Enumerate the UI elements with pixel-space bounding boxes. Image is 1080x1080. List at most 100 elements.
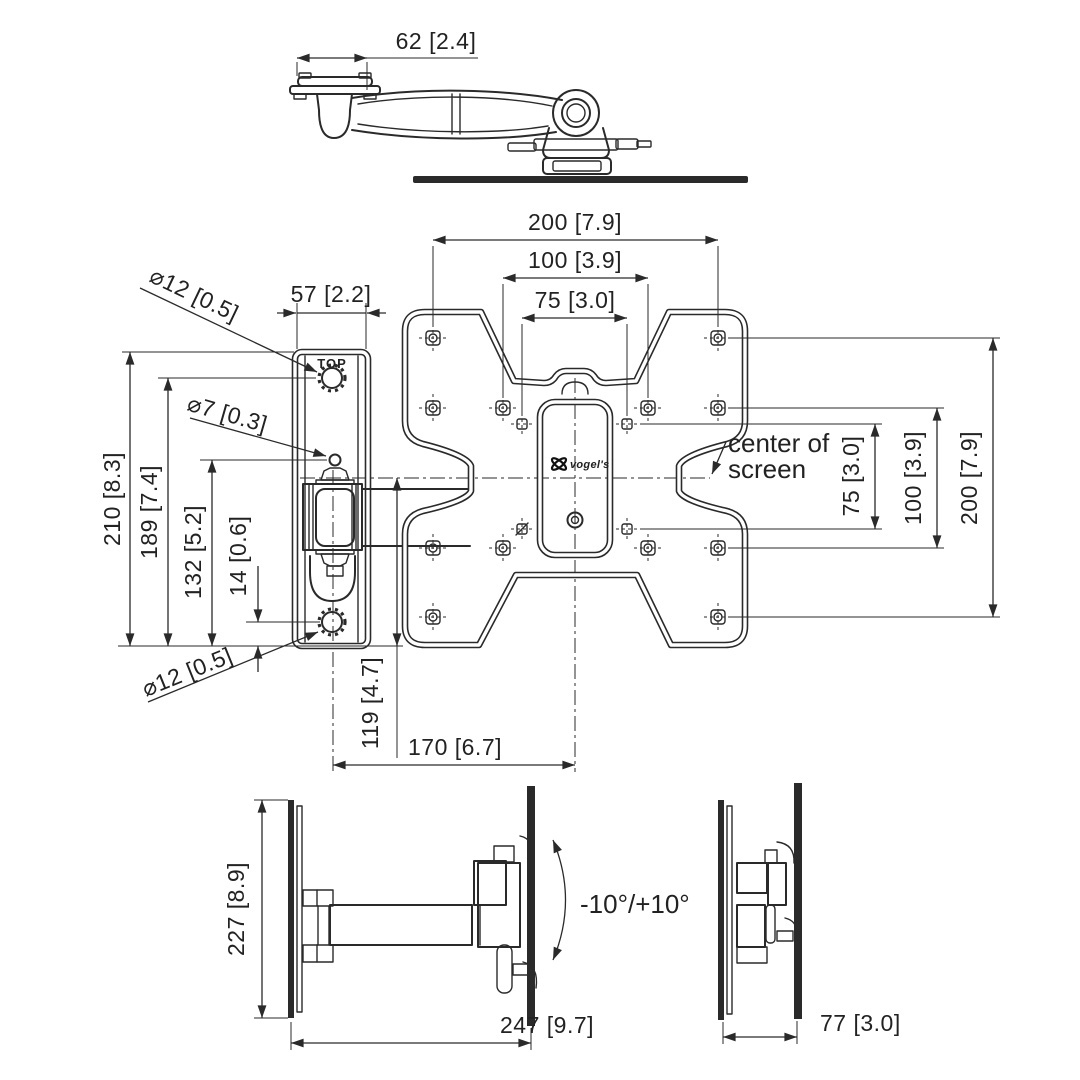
bracket-base-inner	[552, 160, 602, 172]
dim-height-75: 75 [3.0]	[838, 436, 864, 517]
knuckle-outer	[552, 89, 600, 137]
wall-line	[413, 176, 748, 183]
panel-hook-top	[776, 841, 795, 864]
dims-left: 210 [8.3] 189 [7.4] 132 [5.2] 14 [0.6] 5…	[99, 281, 403, 672]
folded-tilt-lever	[765, 904, 776, 944]
dim-227: 227 [8.9]	[223, 862, 249, 956]
wall-plate-bar	[288, 800, 294, 1018]
logo-text: vogel's	[570, 459, 610, 471]
hinge-knuckle-bottom	[302, 944, 334, 963]
head-upper-block	[473, 860, 507, 906]
vogels-logo: vogel's	[550, 457, 610, 471]
hinge-nut-bottom	[320, 553, 350, 567]
head-top-tab	[493, 845, 515, 863]
small-hole	[328, 453, 342, 467]
dim-width-75: 75 [3.0]	[535, 287, 616, 313]
folded-foot	[736, 946, 768, 964]
mount-hole-top-teeth	[317, 363, 347, 393]
center-of-screen-line1: center of	[728, 428, 830, 458]
dim-170: 170 [6.7]	[408, 734, 502, 760]
vesa-bar-tab-right	[358, 72, 372, 79]
hinge-knuckle-top	[302, 889, 334, 907]
folded-right-block	[767, 862, 787, 906]
bracket-base	[542, 157, 612, 175]
dim-14: 14 [0.6]	[225, 516, 251, 597]
vesa-hole-75	[615, 412, 639, 436]
dim-height-100: 100 [3.9]	[900, 431, 926, 525]
arm-inner-bottom	[357, 123, 549, 133]
vesa-hole	[703, 393, 733, 423]
wall-plate-bar-inner	[296, 805, 303, 1013]
tv-panel	[794, 783, 802, 1019]
slot-hole-outer	[566, 511, 584, 529]
hinge-assembly	[302, 467, 471, 602]
dia-7: ⌀7 [0.3]	[185, 390, 271, 438]
dim-119: 119 [4.7]	[357, 657, 383, 749]
rod-right	[615, 138, 639, 150]
arm-inner-top	[357, 96, 553, 107]
vesa-plate: vogel's	[401, 308, 749, 649]
center-of-screen-line2: screen	[728, 454, 806, 484]
dim-width-200: 200 [7.9]	[528, 209, 622, 235]
mount-hole-bottom	[321, 611, 343, 633]
dim-width-100: 100 [3.9]	[528, 247, 622, 273]
dim-77: 77 [3.0]	[820, 1010, 901, 1036]
vesa-hole-75	[615, 517, 639, 541]
hinge-cup	[309, 555, 356, 602]
wall-plate-bar-inner	[726, 805, 733, 1015]
knuckle-mid	[561, 98, 591, 128]
vesa-hole	[418, 323, 448, 353]
vesa-hole	[633, 533, 663, 563]
vesa-hole	[633, 393, 663, 423]
vesa-bar-tab-left	[298, 72, 312, 79]
clamp-bar	[533, 138, 619, 151]
vesa-hole	[703, 533, 733, 563]
side-view-extended: 227 [8.9] 247 [9.7] -10°/+10°	[223, 786, 690, 1050]
dim-height-200: 200 [7.9]	[956, 431, 982, 525]
vesa-hole-75	[510, 412, 534, 436]
dia-12-top: ⌀12 [0.5]	[146, 262, 243, 326]
dim-189: 189 [7.4]	[136, 465, 162, 559]
dims-top: 200 [7.9] 100 [3.9] 75 [3.0]	[432, 209, 719, 414]
vesa-hole	[418, 602, 448, 632]
folded-tilt-screw	[776, 930, 794, 942]
rod-right-tip	[636, 140, 652, 148]
vesa-hole	[418, 393, 448, 423]
top-view-arm: 62 [2.4]	[289, 28, 748, 183]
vesa-foot-left	[293, 93, 307, 100]
hinge-stem	[326, 565, 344, 577]
rod-left	[507, 142, 537, 152]
dims-right: 75 [3.0] 100 [3.9] 200 [7.9]	[640, 337, 1000, 618]
tilt-range-label: -10°/+10°	[580, 889, 690, 919]
folded-lower-block	[736, 904, 766, 948]
dim-132: 132 [5.2]	[180, 505, 206, 599]
slot-hole-inner	[570, 515, 580, 525]
arm-bottom-edge	[351, 129, 557, 140]
wall-plate-bar	[718, 800, 724, 1020]
dim-210: 210 [8.3]	[99, 452, 125, 546]
center-of-screen-note: center of screen	[711, 428, 830, 484]
folded-top-tab	[764, 849, 778, 864]
front-view: TOP	[99, 209, 1000, 772]
vesa-hole	[488, 533, 518, 563]
dim-62-group: 62 [2.4]	[296, 28, 478, 90]
arm-top-edge	[351, 89, 563, 101]
vesa-hole	[703, 602, 733, 632]
dim-62-label: 62 [2.4]	[396, 28, 477, 54]
pivot-cup	[316, 93, 353, 139]
side-view-folded: 77 [3.0]	[718, 783, 901, 1044]
tilt-arc	[552, 839, 567, 961]
vesa-hole-slash	[515, 522, 529, 536]
knuckle-inner	[566, 103, 586, 123]
dims-offset: 119 [4.7] 170 [6.7]	[332, 477, 576, 770]
folded-upper-block	[736, 862, 768, 894]
vesa-hole	[488, 393, 518, 423]
dia-12-bottom: ⌀12 [0.5]	[138, 642, 236, 702]
dim-247: 247 [9.7]	[500, 1012, 594, 1038]
vesa-bar-lower	[289, 85, 381, 95]
vesa-hole	[418, 533, 448, 563]
hinge-cylinder	[315, 488, 355, 547]
arm-profile	[329, 904, 473, 946]
